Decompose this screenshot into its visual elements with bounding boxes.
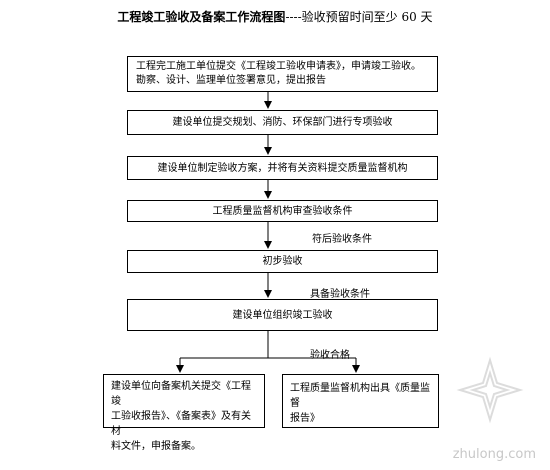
condition-label-2: 具备验收条件 [310, 289, 370, 300]
output-supervision-report: 工程质量监督机构出具《质量监督 报告》 [282, 374, 439, 428]
step-special-inspection: 建设单位提交规划、消防、环保部门进行专项验收 [127, 110, 438, 135]
watermark-text: zhulong.com [452, 447, 536, 462]
step-review-conditions: 工程质量监督机构审查验收条件 [127, 200, 438, 222]
output-filing-submission: 建设单位向备案机关提交《工程竣 工验收报告》、《备案表》及有关材 料文件，申报备… [103, 374, 265, 452]
output-right-line-1: 工程质量监督机构出具《质量监督 [290, 383, 430, 409]
step-4-label: 工程质量监督机构审查验收条件 [212, 205, 353, 217]
step-1-line-1: 工程完工施工单位提交《工程竣工验收申请表》，申请竣工验收。 [136, 61, 421, 72]
condition-label-3: 验收合格 [310, 350, 350, 361]
step-preliminary-acceptance: 初步验收 [127, 250, 438, 273]
output-left-line-1: 建设单位向备案机关提交《工程竣 [111, 381, 251, 407]
step-1-line-2: 勘察、设计、监理单位签署意见，提出报告 [136, 75, 326, 86]
condition-label-1: 符后验收条件 [312, 234, 372, 245]
watermark-logo-icon [456, 356, 524, 424]
step-3-label: 建设单位制定验收方案，并将有关资料提交质量监督机构 [157, 162, 408, 174]
step-2-label: 建设单位提交规划、消防、环保部门进行专项验收 [172, 117, 393, 128]
step-completion-acceptance: 建设单位组织竣工验收 [127, 299, 438, 331]
step-submit-application: 工程完工施工单位提交《工程竣工验收申请表》，申请竣工验收。 勘察、设计、监理单位… [127, 56, 438, 92]
title-main: 工程竣工验收及备案工作流程图 [117, 10, 286, 24]
output-left-line-2: 工验收报告》、《备案表》及有关材 [111, 411, 251, 437]
page-title: 工程竣工验收及备案工作流程图----验收预留时间至少 60 天 [0, 8, 550, 25]
step-6-label: 建设单位组织竣工验收 [232, 309, 333, 321]
step-5-label: 初步验收 [262, 256, 303, 267]
title-sub: ----验收预留时间至少 60 天 [285, 10, 433, 24]
step-acceptance-plan: 建设单位制定验收方案，并将有关资料提交质量监督机构 [127, 156, 438, 180]
output-right-line-2: 报告》 [290, 413, 320, 424]
output-left-line-3: 料文件，申报备案。 [111, 441, 201, 452]
